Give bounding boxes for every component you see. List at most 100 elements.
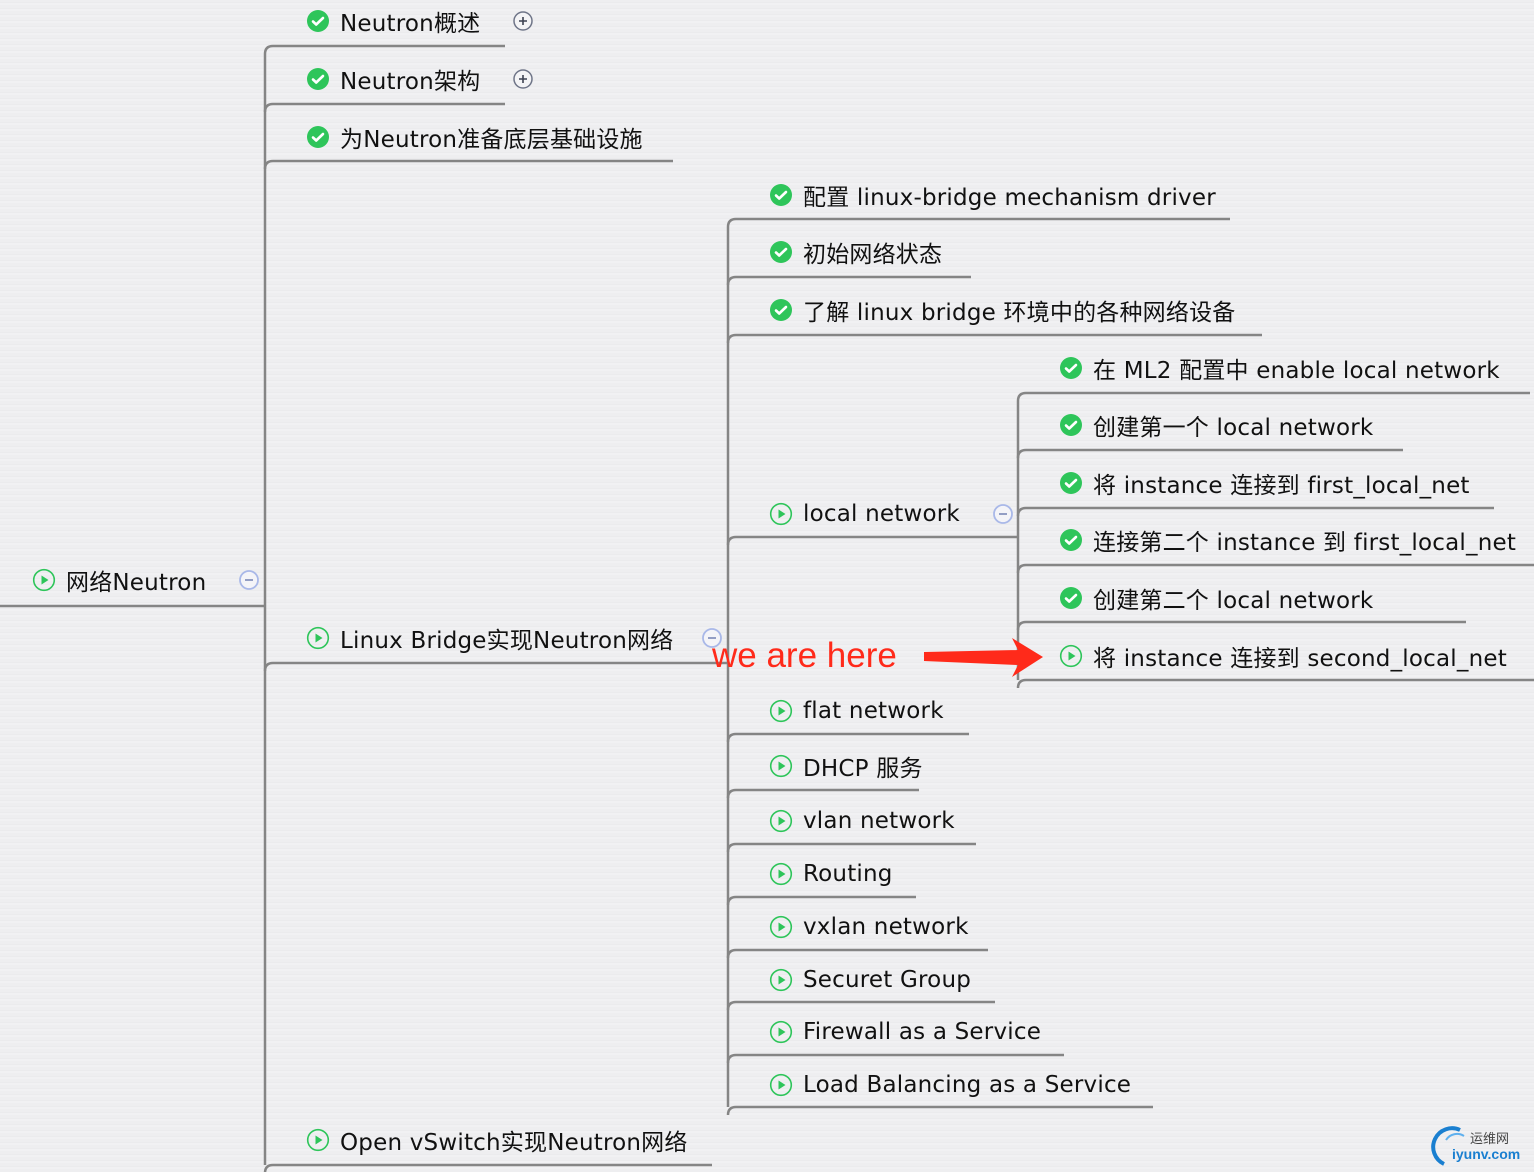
connector-line: [263, 44, 505, 55]
node-label: vlan network: [803, 808, 955, 834]
check-circle-icon: [770, 184, 792, 206]
check-circle-icon: [307, 68, 329, 90]
connector-line: [726, 217, 1230, 228]
node-level3-4[interactable]: 创建第二个 local network: [1059, 583, 1374, 614]
connector-line: [726, 895, 916, 906]
connector-line: [726, 1053, 1064, 1064]
connector-line: [1016, 563, 1534, 574]
play-circle-icon: [32, 568, 56, 592]
connector-line: [263, 159, 673, 170]
connector-line: [263, 1163, 712, 1172]
node-level2-6[interactable]: vlan network: [769, 806, 955, 836]
minus-circle-icon: [239, 570, 259, 590]
expand-button[interactable]: [513, 69, 533, 89]
node-level1-1[interactable]: Neutron架构: [306, 64, 480, 95]
node-label: DHCP 服务: [803, 756, 923, 782]
node-label: Neutron概述: [340, 11, 481, 37]
check-circle-icon: [1060, 587, 1082, 609]
play-circle-icon: [769, 754, 793, 778]
play-circle-icon: [769, 915, 793, 939]
connector-line: [726, 535, 1018, 546]
watermark: 运维网 iyunv.com: [1430, 1124, 1534, 1168]
collapse-button[interactable]: [993, 504, 1013, 524]
play-circle-icon: [1059, 644, 1083, 668]
connector-line: [726, 842, 976, 853]
watermark-en: iyunv.com: [1452, 1146, 1521, 1162]
node-label: 为Neutron准备底层基础设施: [340, 127, 643, 153]
watermark-logo-icon: [1431, 1126, 1465, 1166]
check-circle-icon: [307, 126, 329, 148]
node-level2-3[interactable]: local network: [769, 499, 960, 529]
node-label: 将 instance 连接到 first_local_net: [1093, 473, 1470, 499]
node-level3-2[interactable]: 将 instance 连接到 first_local_net: [1059, 468, 1470, 499]
connector-line: [726, 1000, 995, 1011]
node-root[interactable]: 网络Neutron: [32, 565, 207, 596]
node-label: Routing: [803, 861, 893, 887]
node-level2-5[interactable]: DHCP 服务: [769, 751, 923, 782]
node-label: 连接第二个 instance 到 first_local_net: [1093, 530, 1517, 556]
minus-circle-icon: [702, 628, 722, 648]
play-circle-icon: [306, 626, 330, 650]
annotation-we-are-here: we are here: [712, 636, 897, 675]
node-level3-1[interactable]: 创建第一个 local network: [1059, 410, 1374, 441]
node-level2-8[interactable]: vxlan network: [769, 912, 969, 942]
node-level2-0[interactable]: 配置 linux-bridge mechanism driver: [769, 180, 1216, 211]
connector-line: [726, 1105, 1153, 1116]
play-circle-icon: [769, 1020, 793, 1044]
connector-line: [1016, 391, 1530, 402]
node-level2-9[interactable]: Securet Group: [769, 965, 971, 995]
node-label: 在 ML2 配置中 enable local network: [1093, 358, 1500, 384]
node-level2-4[interactable]: flat network: [769, 696, 944, 726]
node-label: 创建第二个 local network: [1093, 588, 1374, 614]
connector-line: [1016, 448, 1403, 459]
collapse-button[interactable]: [702, 628, 722, 648]
node-label: Open vSwitch实现Neutron网络: [340, 1130, 688, 1156]
node-level1-3[interactable]: Linux Bridge实现Neutron网络: [306, 623, 674, 654]
node-label: 初始网络状态: [803, 242, 943, 268]
play-circle-icon: [769, 502, 793, 526]
node-level2-7[interactable]: Routing: [769, 859, 893, 889]
watermark-cn: 运维网: [1470, 1132, 1510, 1147]
connector-line: [726, 948, 988, 959]
play-circle-icon: [769, 1073, 793, 1097]
node-label: 了解 linux bridge 环境中的各种网络设备: [803, 300, 1236, 326]
plus-circle-icon: [513, 69, 533, 89]
node-level3-3[interactable]: 连接第二个 instance 到 first_local_net: [1059, 525, 1517, 556]
connector-line: [263, 102, 505, 113]
node-level1-4[interactable]: Open vSwitch实现Neutron网络: [306, 1125, 688, 1156]
node-level2-10[interactable]: Firewall as a Service: [769, 1017, 1041, 1047]
connector-line: [726, 333, 1262, 344]
connector-line: [1016, 506, 1494, 517]
node-level2-2[interactable]: 了解 linux bridge 环境中的各种网络设备: [769, 295, 1236, 326]
minus-circle-icon: [993, 504, 1013, 524]
node-label: 创建第一个 local network: [1093, 415, 1374, 441]
connector-line: [1016, 678, 1534, 689]
node-level2-11[interactable]: Load Balancing as a Service: [769, 1070, 1131, 1100]
connector-line: [726, 275, 971, 286]
collapse-button[interactable]: [239, 570, 259, 590]
play-circle-icon: [769, 968, 793, 992]
connector-line: [726, 788, 919, 799]
node-level2-1[interactable]: 初始网络状态: [769, 237, 943, 268]
node-label: Linux Bridge实现Neutron网络: [340, 628, 674, 654]
node-level1-2[interactable]: 为Neutron准备底层基础设施: [306, 122, 643, 153]
node-label: Load Balancing as a Service: [803, 1072, 1132, 1098]
node-level3-5[interactable]: 将 instance 连接到 second_local_net: [1059, 641, 1507, 672]
check-circle-icon: [770, 241, 792, 263]
node-level3-0[interactable]: 在 ML2 配置中 enable local network: [1059, 353, 1500, 384]
check-circle-icon: [1060, 472, 1082, 494]
check-circle-icon: [1060, 529, 1082, 551]
node-level1-0[interactable]: Neutron概述: [306, 6, 481, 37]
node-label: 网络Neutron: [66, 570, 207, 596]
check-circle-icon: [1060, 357, 1082, 379]
connector-line: [1016, 620, 1466, 631]
expand-button[interactable]: [513, 11, 533, 31]
node-label: Securet Group: [803, 967, 972, 993]
play-circle-icon: [769, 862, 793, 886]
check-circle-icon: [1060, 414, 1082, 436]
connector-line: [263, 661, 728, 672]
arrow-icon: [924, 638, 1043, 677]
node-label: 配置 linux-bridge mechanism driver: [803, 185, 1216, 211]
